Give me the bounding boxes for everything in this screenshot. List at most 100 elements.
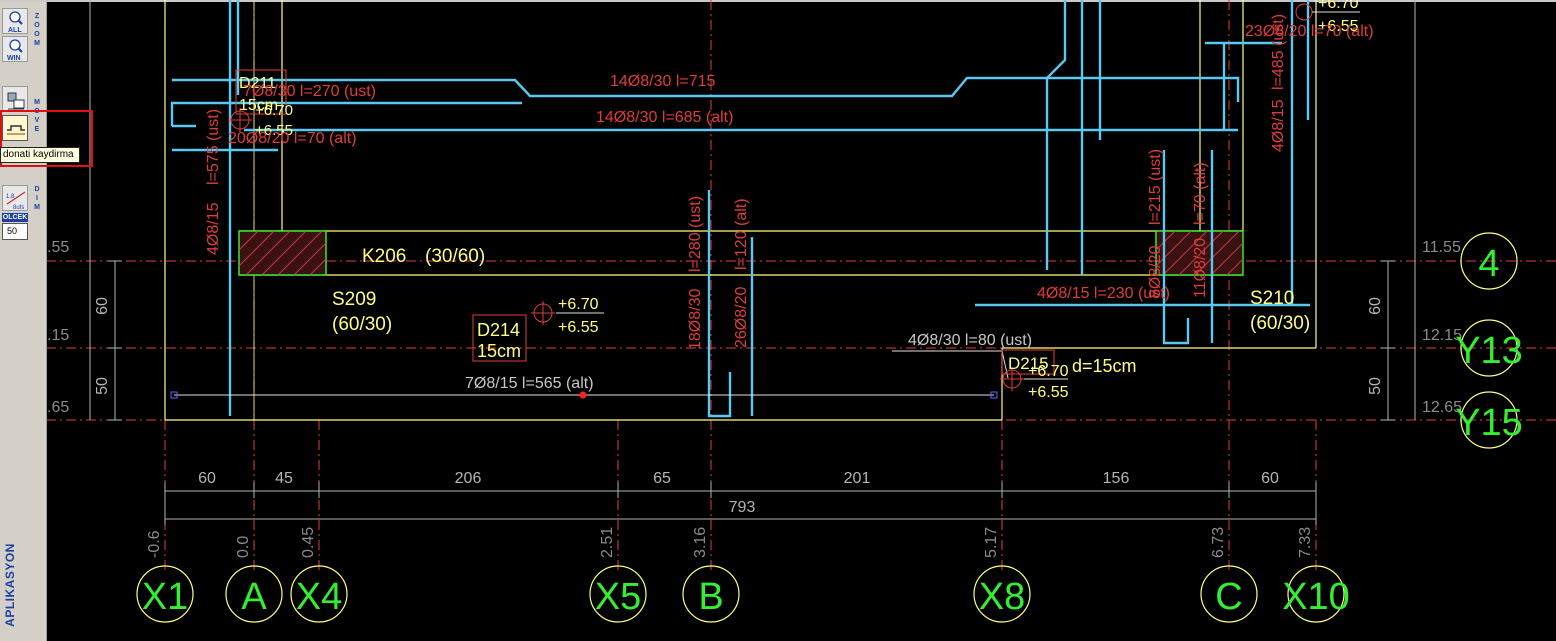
rebar-label-r5: 7Ø8/15 l=565 (alt) [465,375,594,392]
rebar-shift-icon [7,125,25,135]
slab-top-level1: +6.70 [1318,0,1359,12]
coord-7: 6.73 [1210,527,1227,558]
rebar-label-r7: 4Ø8/15 l=230 (ust) [1037,285,1170,302]
zoom-all-icon: ALL [8,11,23,34]
coord-5: 3.16 [692,527,709,558]
slab-level-lines [556,11,1360,380]
axis-4: 4 [1478,243,1499,285]
coord-8: 7.33 [1297,527,1314,558]
axis-bubble-labels: X1 A X4 X5 B X8 C X10 4 Y13 Y15 [142,243,1523,618]
level-left-2: .15 [47,327,69,344]
rebar-label-r1: 14Ø8/30 l=715 [610,73,716,90]
dim-left-2: 50 [94,377,111,395]
rebar-label-v11: 4Ø8/15 [1270,99,1287,152]
axis-y15: Y15 [1455,402,1523,444]
dim-bottom-4: 65 [653,470,671,487]
level-labels: .55 .15 .65 11.55 12.15 12.65 [47,239,1462,416]
beam-size: (30/60) [425,246,485,267]
rebar-label-v2: l=575 (ust) [205,109,222,185]
coord-1: -0.6 [146,530,163,558]
coord-4: 2.51 [599,527,616,558]
move-icon [7,92,25,110]
rebars [170,0,1310,418]
level-right-2: 12.15 [1422,327,1462,344]
slab-d215-thickness: d=15cm [1072,356,1137,376]
axis-a: A [241,576,267,618]
rebar-labels-white: 7Ø8/15 l=565 (alt) 4Ø8/30 l=80 (ust) [465,332,1032,392]
slab-d215-level1: +6.70 [1028,363,1069,380]
dim-right-2: 50 [1367,377,1384,395]
rebar-label-v10: 11Ø8/20 [1192,238,1209,298]
scale-input[interactable]: 50 [2,223,28,240]
rebar-label-v4: l=120 (alt) [733,198,750,270]
column-s210-name: S210 [1250,288,1294,309]
slab-d214-name: D214 [477,320,520,340]
column-s210-size: (60/30) [1250,313,1310,334]
rebar-label-v12: l=485 (ust) [1270,14,1287,90]
coordinate-labels: -0.6 0.0 0.45 2.51 3.16 5.17 6.73 7.33 [146,527,1314,558]
slab-d211-level2: +6.55 [255,122,293,139]
rebar-label-r4: 20Ø8/20 l=70 (alt) [228,130,357,147]
zoom-all-label: ALL [8,27,22,34]
axis-x10: X10 [1282,576,1350,618]
rebar-label-r3: 7Ø8/30 l=270 (ust) [243,83,376,100]
slab-d215-level2: +6.55 [1028,384,1069,401]
axis-x1: X1 [142,576,188,618]
dim-right-1: 60 [1367,297,1384,315]
slab-d211-name: D211 [239,75,276,92]
leader-line [892,350,1009,379]
level-right-1: 11.55 [1422,239,1461,256]
slab-d214-level2: +6.55 [558,319,599,336]
dim-bottom-1: 60 [198,470,216,487]
rebar-labels: 14Ø8/30 l=715 14Ø8/30 l=685 (alt) 7Ø8/30… [205,14,1374,350]
dimension-lines [89,0,1416,525]
slab-d214-level1: +6.70 [558,296,599,313]
highlight-box [0,110,93,167]
dim-bottom-5: 201 [844,470,871,487]
axis-x8: X8 [979,576,1025,618]
column-s209-name: S209 [332,289,376,310]
level-left-3: .65 [47,399,69,416]
zoom-window-label: WIN [7,55,21,62]
dimension-button[interactable]: 1.8 8ufs [2,185,28,211]
slab-labels: D211 15cm +6.70 +6.55 D214 15cm +6.70 +6… [239,0,1359,401]
slab-d215-name: D215 [1008,354,1049,373]
coord-3: 0.45 [300,527,317,558]
dim-bottom-2: 45 [275,470,293,487]
rebar-label-v5: 18Ø8/30 [687,289,704,350]
axis-bubbles [136,232,1518,623]
concrete-outlines [164,0,1317,421]
rebar-label-r2: 14Ø8/30 l=685 (alt) [596,109,733,126]
axis-x4: X4 [296,576,342,618]
svg-text:8ufs: 8ufs [13,205,24,211]
rebar-label-v3: l=280 (ust) [687,196,704,272]
dimension-icon: 1.8 8ufs [6,191,26,211]
dim-total: 793 [729,499,756,516]
zoom-window-button[interactable]: WIN [2,36,28,62]
structural-labels: K206 (30/60) S209 (60/30) S210 (60/30) [332,246,1310,335]
dimension-labels: 60 45 206 65 201 156 60 793 60 50 60 50 [94,297,1384,516]
rebar-shift-button[interactable] [2,115,28,141]
zoom-all-button[interactable]: ALL [2,8,28,34]
rebar-label-v1: 4Ø8/15 [205,202,222,255]
dim-bottom-7: 60 [1261,470,1279,487]
slab-symbols [228,3,1313,391]
svg-text:1.8: 1.8 [6,194,15,200]
slab-top-level2: +6.55 [1318,18,1359,35]
application-tab[interactable]: APLIKASYON [0,532,18,641]
move-button[interactable] [2,86,28,112]
axis-y13: Y13 [1455,330,1523,372]
column-s209-size: (60/30) [332,314,392,335]
coord-6: 5.17 [983,527,1000,558]
axis-b: B [698,576,723,618]
selected-line[interactable] [170,391,998,399]
application-tab-label: APLIKASYON [3,543,17,627]
rebar-label-v6: 26Ø8/20 [733,287,750,348]
zoom-window-icon: WIN [7,39,23,62]
rebar-label-v8: l=70 (alt) [1192,162,1209,225]
